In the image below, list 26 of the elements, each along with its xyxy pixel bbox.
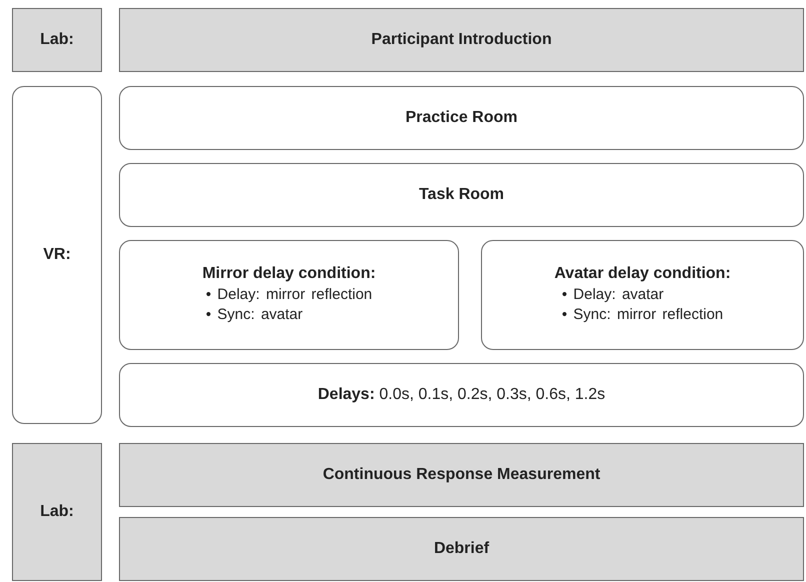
phase-box — [119, 363, 804, 427]
bullet-item: • Sync: avatar — [206, 305, 304, 325]
stage-label: VR: — [43, 246, 71, 264]
label-box — [12, 86, 102, 424]
phase-title: Practice Room — [405, 109, 518, 127]
phase-title: Participant Introduction — [371, 31, 552, 49]
phase-title: Continuous Response Measurement — [322, 466, 600, 484]
phase-box — [119, 86, 804, 150]
phase-box — [119, 443, 804, 507]
phase-title: Delays: 0.0s, 0.1s, 0.2s, 0.3s, 0.6s, 1.2s — [318, 386, 606, 404]
phase-title: Debrief — [434, 540, 490, 558]
phase-box — [119, 8, 804, 72]
label-box — [12, 8, 102, 72]
bullet-item: • Sync: mirror reflection — [562, 305, 724, 325]
bullet-item: • Delay: avatar — [562, 285, 665, 305]
label-box — [12, 443, 102, 581]
condition-box — [481, 240, 804, 350]
stage-label: Lab: — [40, 503, 74, 521]
phase-title: Task Room — [418, 186, 504, 204]
condition-heading: Mirror delay condition: — [202, 265, 376, 283]
condition-heading: Avatar delay condition: — [554, 265, 731, 283]
condition-box — [119, 240, 459, 350]
phase-box — [119, 163, 804, 227]
stage-label: Lab: — [40, 31, 74, 49]
bullet-item: • Delay: mirror reflection — [206, 285, 372, 305]
phase-box — [119, 517, 804, 581]
